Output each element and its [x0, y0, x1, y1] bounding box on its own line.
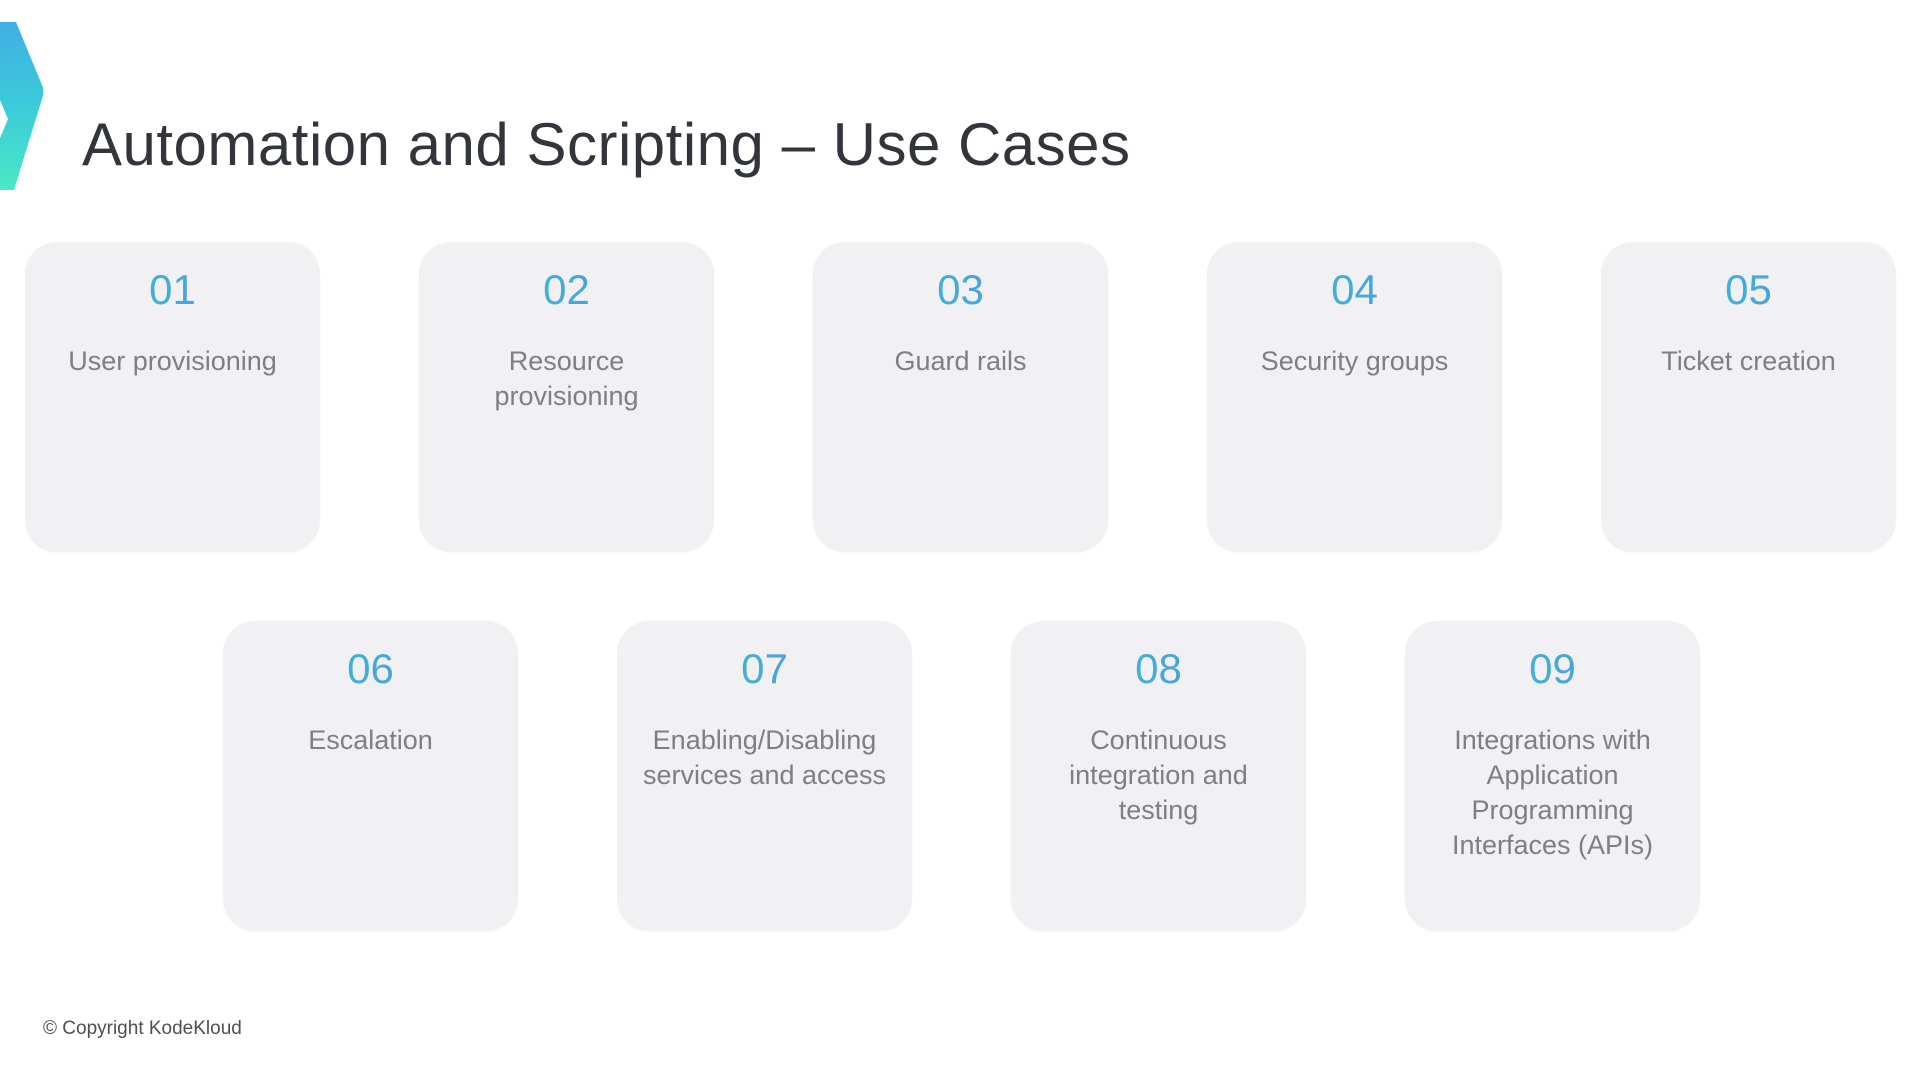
card-number: 02 — [419, 266, 714, 314]
slide-title: Automation and Scripting – Use Cases — [82, 111, 1131, 179]
use-case-card-07: 07 Enabling/Disabling services and acces… — [617, 621, 912, 931]
card-label: Integrations with Application Programmin… — [1451, 725, 1654, 860]
use-case-card-01: 01 User provisioning — [25, 242, 320, 552]
card-label: Continuous integration and testing — [1069, 725, 1248, 825]
use-case-row-2: 06 Escalation 07 Enabling/Disabling serv… — [223, 621, 1700, 931]
card-number: 08 — [1011, 645, 1306, 693]
card-number: 04 — [1207, 266, 1502, 314]
card-label: Security groups — [1260, 346, 1449, 376]
card-label: User provisioning — [68, 346, 277, 376]
card-number: 01 — [25, 266, 320, 314]
card-number: 07 — [617, 645, 912, 693]
copyright-text: © Copyright KodeKloud — [43, 1018, 242, 1039]
use-case-card-05: 05 Ticket creation — [1601, 242, 1896, 552]
card-label: Enabling/Disabling services and access — [642, 725, 887, 790]
use-case-card-06: 06 Escalation — [223, 621, 518, 931]
card-label: Guard rails — [894, 346, 1027, 376]
use-case-card-04: 04 Security groups — [1207, 242, 1502, 552]
use-case-card-02: 02 Resource provisioning — [419, 242, 714, 552]
use-case-card-09: 09 Integrations with Application Program… — [1405, 621, 1700, 931]
use-case-row-1: 01 User provisioning 02 Resource provisi… — [25, 242, 1896, 552]
card-number: 06 — [223, 645, 518, 693]
card-number: 09 — [1405, 645, 1700, 693]
card-number: 05 — [1601, 266, 1896, 314]
card-number: 03 — [813, 266, 1108, 314]
card-label: Ticket creation — [1661, 346, 1836, 376]
kodekloud-logo-chevron — [0, 22, 44, 190]
use-case-card-08: 08 Continuous integration and testing — [1011, 621, 1306, 931]
card-label: Resource provisioning — [494, 346, 639, 411]
use-case-card-03: 03 Guard rails — [813, 242, 1108, 552]
card-label: Escalation — [308, 725, 433, 755]
